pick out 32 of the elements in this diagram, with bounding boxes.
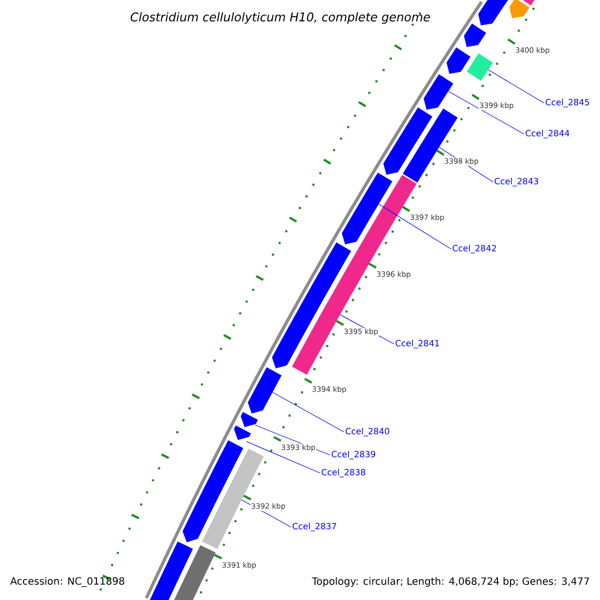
gene-label: Ccel_2839 <box>332 450 376 460</box>
gene-feature <box>446 47 471 74</box>
gene-label: Ccel_2845 <box>546 98 590 108</box>
gene-label: Ccel_2838 <box>322 468 366 478</box>
leader-line <box>246 441 320 474</box>
gene-label: Ccel_2837 <box>292 522 336 532</box>
gene-feature <box>240 412 258 428</box>
gene-label: Ccel_2842 <box>452 244 496 254</box>
genome-statistics-text: Topology: circular; Length: 4,068,724 bp; Genes: 3,477 <box>312 577 589 587</box>
leader-line <box>488 70 544 104</box>
gene-label: Ccel_2843 <box>494 178 538 186</box>
gene-feature <box>182 440 244 542</box>
gene-feature <box>464 24 486 48</box>
gene-label: Ccel_2841 <box>396 340 439 348</box>
gene-feature <box>342 172 392 244</box>
leader-line <box>272 392 344 432</box>
gene-feature <box>150 542 193 600</box>
gene-label: Ccel_2840 <box>346 428 390 436</box>
gene-feature <box>478 0 508 26</box>
leader-line <box>378 204 452 250</box>
gene-feature <box>522 0 535 6</box>
gene-feature <box>234 426 251 440</box>
gene-feature <box>174 545 216 600</box>
gene-label: Ccel_2844 <box>526 130 570 138</box>
gene-feature <box>248 367 282 414</box>
gene-feature <box>509 0 530 18</box>
accession-text: Accession: NC_011898 <box>10 577 124 587</box>
title: Clostridium cellulolyticum H10, complete genome <box>130 12 430 24</box>
gene-feature <box>424 74 454 110</box>
leader-line <box>448 90 524 134</box>
gene-feature <box>466 53 493 81</box>
gene-feature <box>383 107 432 175</box>
